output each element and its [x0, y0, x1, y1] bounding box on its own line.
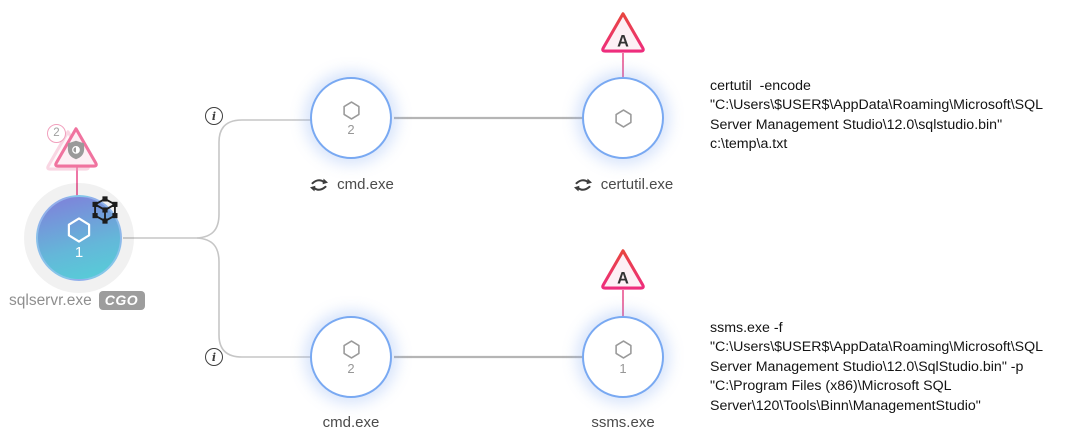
process-hexagon-icon	[342, 339, 360, 359]
cgo-badge: CGO	[98, 291, 146, 310]
process-hexagon-icon	[614, 339, 632, 359]
alert-letter: A	[617, 269, 629, 287]
process-name-label: ssms.exe	[591, 414, 655, 431]
recycle-icon	[573, 178, 592, 191]
alert-count-badge: 2	[47, 124, 66, 143]
cube-icon	[92, 196, 118, 224]
process-hexagon-icon	[614, 108, 632, 128]
node-label-row: cmd.exe	[279, 176, 424, 193]
process-count: 2	[347, 121, 355, 137]
process-node-cmd-top[interactable]: 2	[310, 77, 392, 159]
command-line-ssms: ssms.exe -f "C:\Users\$USER$\AppData\Roa…	[710, 320, 1044, 414]
process-name-label: certutil.exe	[600, 176, 674, 193]
node-label-row: certutil.exe	[550, 176, 696, 193]
process-count: 2	[347, 360, 355, 376]
node-label-row: ssms.exe	[582, 414, 664, 431]
alert-letter: A	[617, 32, 629, 50]
process-hexagon-icon	[342, 100, 360, 120]
alert-A-triangle-icon[interactable]: A	[598, 9, 648, 53]
command-line-certutil: certutil -encode "C:\Users\$USER$\AppDat…	[710, 78, 1044, 153]
process-name-label: cmd.exe	[322, 414, 380, 431]
node-label-row: cmd.exe	[310, 414, 392, 431]
shield-icon	[67, 140, 85, 160]
process-node-ssms[interactable]: 1	[582, 316, 664, 398]
alert-A-triangle-icon[interactable]: A	[598, 246, 648, 290]
process-name-label: cmd.exe	[337, 176, 394, 193]
process-name-label: sqlservr.exe	[9, 291, 92, 309]
process-node-certutil[interactable]	[582, 77, 664, 159]
process-count: 1	[74, 243, 84, 261]
process-count: 1	[619, 360, 627, 376]
recycle-icon	[310, 178, 329, 191]
process-node-cmd-bottom[interactable]: 2	[310, 316, 392, 398]
info-icon[interactable]: i	[205, 107, 223, 125]
root-label-row: sqlservr.exe CGO	[9, 291, 146, 310]
info-icon[interactable]: i	[205, 348, 223, 366]
shield-alert-triangle-icon[interactable]	[51, 124, 101, 168]
process-hexagon-icon	[67, 216, 91, 243]
